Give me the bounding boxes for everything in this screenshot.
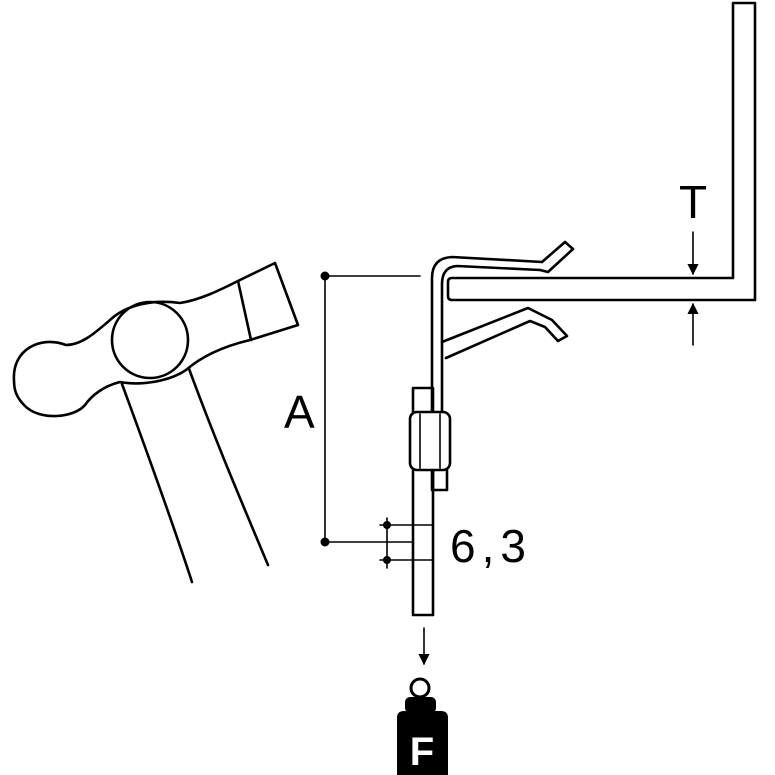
clip-upper-barb: [538, 240, 575, 274]
clip-lower-spring-arm: [440, 306, 569, 360]
dimension-t: T: [679, 176, 707, 346]
hammer-face-seam: [236, 279, 253, 342]
dimension-offset-bottom-dot: [383, 556, 391, 564]
hammer-handle-left-edge: [120, 382, 194, 584]
clip-lower-tab: [431, 468, 449, 492]
hammer-head-ball: [110, 300, 190, 380]
spring-clip: [430, 240, 575, 492]
dimension-offset-label: 6,3: [450, 520, 532, 572]
dimension-a-label: A: [284, 386, 315, 438]
clip-inner-edge: [440, 264, 542, 414]
dimension-t-label: T: [679, 176, 707, 228]
weight-cap: [405, 697, 436, 713]
nut: [408, 410, 452, 472]
weight-body: [397, 711, 448, 775]
weight-ring: [409, 677, 431, 699]
dimension-a-top-dot: [320, 271, 330, 281]
dimension-offset-top-dot: [383, 521, 391, 529]
clip-outer-edge: [430, 255, 544, 492]
sheet-metal-bracket: [446, 1, 757, 302]
dimension-a-bottom-dot: [320, 537, 330, 547]
weight-label: F: [410, 730, 434, 774]
nut-body: [408, 410, 452, 472]
weight-icon: F: [397, 677, 448, 775]
hammer-handle-right-edge: [186, 364, 270, 567]
dimension-offset: 6,3: [379, 517, 532, 572]
dimension-a: A: [284, 271, 421, 547]
hammer-head: [12, 261, 300, 418]
hammer: [12, 261, 300, 584]
